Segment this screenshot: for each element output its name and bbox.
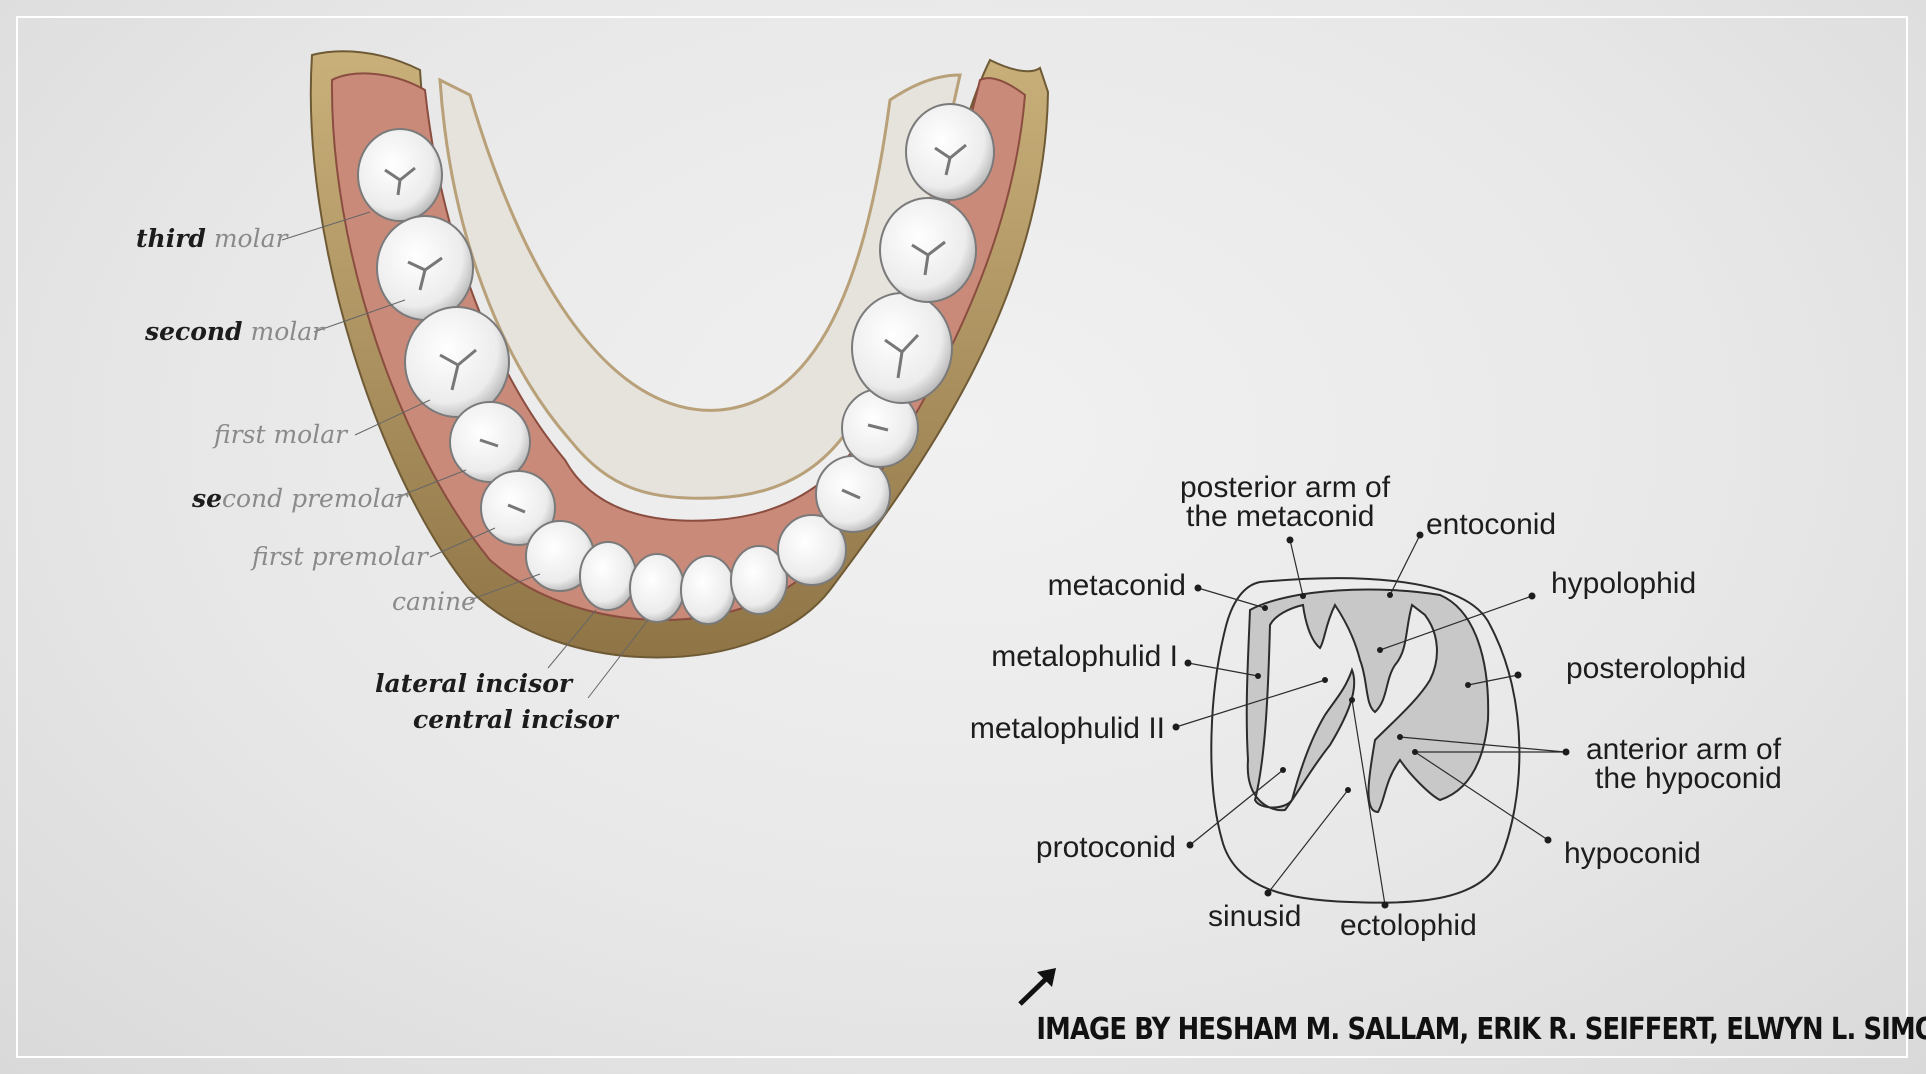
label-second-premolar: second premolar bbox=[191, 484, 409, 513]
label-metalophulid-ii: metalophulid II bbox=[970, 712, 1165, 745]
label-hypolophid: hypolophid bbox=[1551, 567, 1696, 600]
label-posterolophid: posterolophid bbox=[1566, 652, 1746, 685]
label-lateral-incisor: lateral incisor bbox=[375, 669, 574, 698]
tooth-canine-right bbox=[777, 514, 847, 586]
slide-frame bbox=[16, 16, 1908, 1058]
label-third-molar: third molar bbox=[136, 224, 289, 253]
label-metaconid: metaconid bbox=[1048, 569, 1186, 602]
tooth-fissures bbox=[384, 143, 967, 514]
label-posterior-arm-metaconid: posterior arm of bbox=[1180, 471, 1391, 504]
tooth-lateral-incisor-left bbox=[579, 541, 637, 611]
tooth-third-molar-left bbox=[357, 128, 443, 222]
tooth-second-molar-right bbox=[879, 197, 977, 303]
label-sinusid: sinusid bbox=[1208, 900, 1301, 933]
label-first-premolar: first premolar bbox=[250, 542, 430, 571]
teeth bbox=[357, 103, 995, 625]
label-metalophulid-i: metalophulid I bbox=[991, 640, 1178, 673]
lingual-cusp-region bbox=[1245, 588, 1490, 814]
label-anterior-arm-hypoconid-line2: the hypoconid bbox=[1595, 762, 1782, 795]
tooth-lateral-incisor-right bbox=[730, 545, 788, 615]
molar-cusp-diagram: posterior arm of the metaconid entoconid… bbox=[970, 471, 1782, 942]
tooth-first-molar-right bbox=[851, 292, 953, 404]
tooth-central-incisor-right bbox=[680, 555, 736, 625]
tooth-third-molar-right bbox=[905, 103, 995, 201]
cusp-leader-lines bbox=[1175, 534, 1566, 906]
label-ectolophid: ectolophid bbox=[1340, 909, 1477, 942]
molar-outline bbox=[1210, 577, 1521, 904]
label-second-molar: second molar bbox=[144, 317, 326, 346]
image-credit: IMAGE BY HESHAM M. SALLAM, ERIK R. SEIFF… bbox=[1036, 1012, 1926, 1047]
label-protoconid: protoconid bbox=[1036, 831, 1176, 864]
label-first-molar: first molar bbox=[212, 420, 349, 449]
cusp-points bbox=[1172, 531, 1570, 909]
arrow-icon bbox=[1018, 968, 1056, 1006]
label-canine: canine bbox=[392, 587, 476, 616]
tooth-central-incisor-left bbox=[629, 553, 685, 623]
label-central-incisor: central incisor bbox=[413, 705, 620, 734]
label-hypoconid: hypoconid bbox=[1564, 837, 1701, 870]
tooth-labels: third molar second molar first molar sec… bbox=[136, 224, 620, 734]
tooth-leader-lines bbox=[281, 211, 649, 699]
label-anterior-arm-hypoconid: anterior arm of bbox=[1586, 733, 1782, 766]
tooth-first-molar-left bbox=[404, 306, 510, 418]
label-entoconid: entoconid bbox=[1426, 508, 1556, 541]
label-posterior-arm-metaconid-line2: the metaconid bbox=[1186, 500, 1374, 533]
